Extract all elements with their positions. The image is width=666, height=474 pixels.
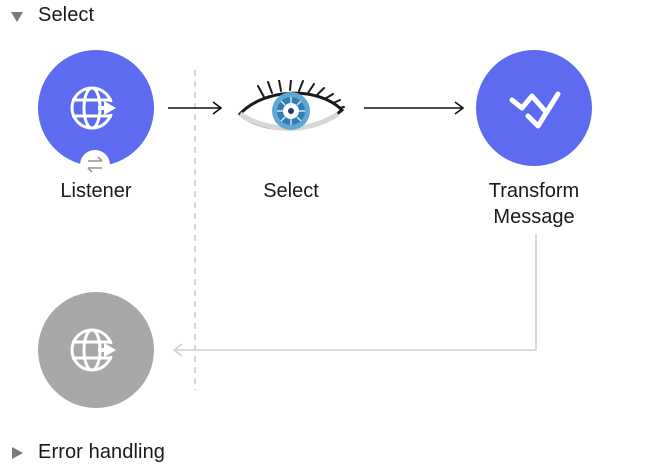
transform-message-node[interactable]: [476, 50, 592, 166]
globe-arrow-icon: [70, 86, 116, 130]
section-toggle-error-handling[interactable]: Error handling: [10, 441, 165, 464]
return-arrow: [172, 234, 537, 357]
listener-node[interactable]: [38, 50, 154, 166]
cassandra-eye-icon: [237, 80, 345, 131]
select-label: Select: [263, 180, 319, 202]
select-node[interactable]: [234, 80, 348, 144]
sync-badge: [80, 150, 110, 180]
listener-label: Listener: [60, 180, 132, 202]
triangle-right-icon: [12, 446, 23, 459]
section-title: Select: [38, 4, 95, 26]
listener-response-node[interactable]: [38, 292, 154, 408]
dataweave-icon: [509, 91, 561, 129]
transform-message-label: Transform Message: [488, 180, 580, 228]
globe-arrow-icon: [70, 328, 116, 372]
flow-arrow-1: [168, 101, 223, 115]
triangle-down-icon: [11, 11, 23, 22]
error-handling-title: Error handling: [38, 441, 166, 463]
section-toggle-select[interactable]: Select: [10, 4, 94, 27]
source-divider: [194, 70, 196, 390]
flow-arrow-2: [364, 101, 465, 115]
swap-arrows-icon: [87, 156, 103, 173]
